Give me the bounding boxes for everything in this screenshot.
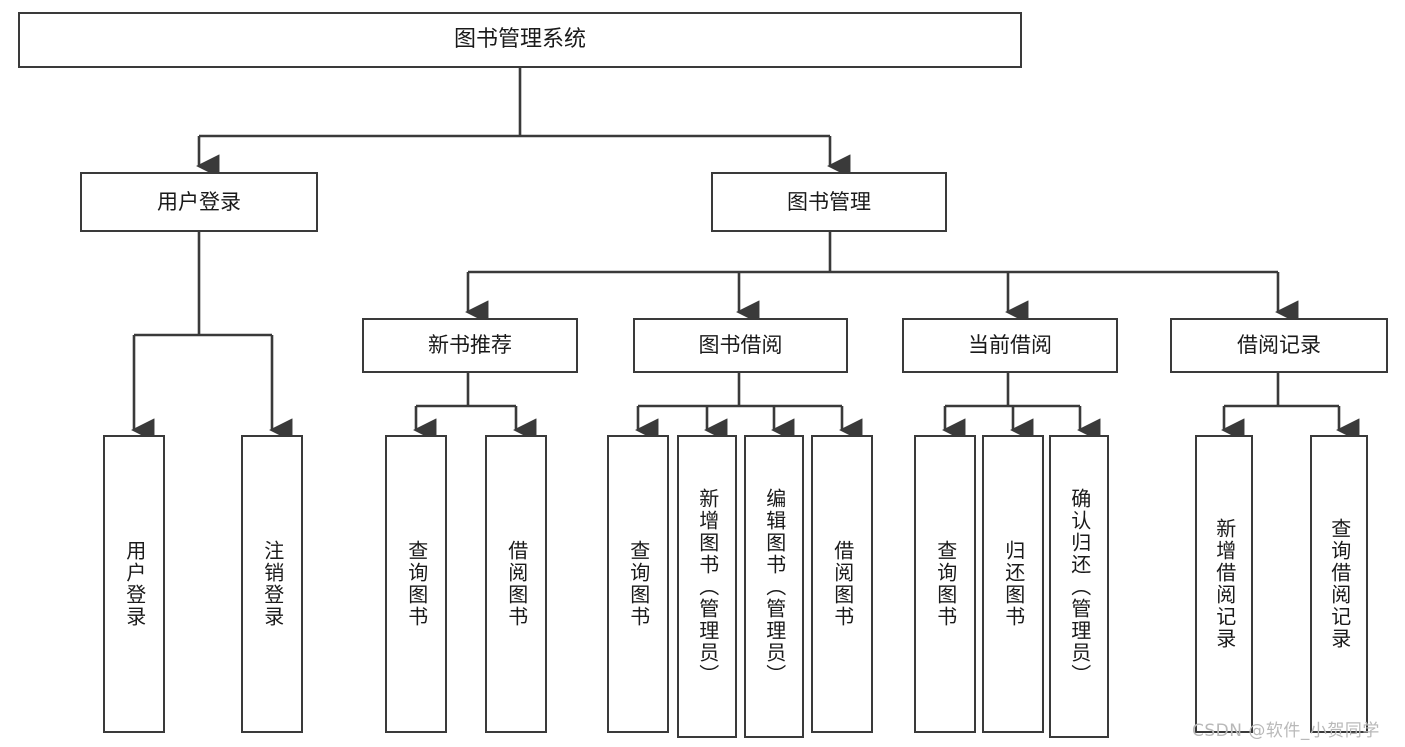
node-label: 注销登录 <box>260 540 285 628</box>
leaf-recommend-borrow-book[interactable]: 借阅图书 <box>485 435 547 733</box>
node-user-login[interactable]: 用户登录 <box>80 172 318 232</box>
node-label: 借阅图书 <box>830 540 855 628</box>
leaf-borrow-query-book[interactable]: 查询图书 <box>607 435 669 733</box>
node-label: 用户登录 <box>157 189 241 214</box>
node-book-management[interactable]: 图书管理 <box>711 172 947 232</box>
leaf-current-confirm-return-admin[interactable]: 确认归还（管理员） <box>1049 435 1109 738</box>
leaf-borrow-edit-book-admin[interactable]: 编辑图书（管理员） <box>744 435 804 738</box>
node-label: 借阅图书 <box>504 540 529 628</box>
leaf-current-return-book[interactable]: 归还图书 <box>982 435 1044 733</box>
node-label: 查询图书 <box>404 540 429 628</box>
node-label: 确认归还（管理员） <box>1067 487 1092 686</box>
csdn-watermark: CSDN @软件_小贺同学 <box>1192 721 1380 741</box>
node-borrow-record[interactable]: 借阅记录 <box>1170 318 1388 373</box>
node-new-book-recommend[interactable]: 新书推荐 <box>362 318 578 373</box>
node-label: 查询借阅记录 <box>1327 518 1352 650</box>
node-label: 借阅记录 <box>1237 333 1321 358</box>
node-label: 新书推荐 <box>428 333 512 358</box>
node-label: 图书借阅 <box>698 333 783 358</box>
node-root-system[interactable]: 图书管理系统 <box>18 12 1022 68</box>
node-book-borrow[interactable]: 图书借阅 <box>633 318 848 373</box>
node-label: 新增借阅记录 <box>1212 518 1237 650</box>
leaf-current-query-book[interactable]: 查询图书 <box>914 435 976 733</box>
leaf-user-login-logout[interactable]: 注销登录 <box>241 435 303 733</box>
node-label: 归还图书 <box>1001 540 1026 628</box>
node-current-borrow[interactable]: 当前借阅 <box>902 318 1118 373</box>
leaf-record-add-record[interactable]: 新增借阅记录 <box>1195 435 1253 733</box>
node-label: 图书管理 <box>787 189 871 214</box>
node-label: 新增图书（管理员） <box>695 487 720 686</box>
node-label: 用户登录 <box>122 540 147 628</box>
node-label: 编辑图书（管理员） <box>762 487 787 686</box>
leaf-borrow-add-book-admin[interactable]: 新增图书（管理员） <box>677 435 737 738</box>
node-label: 查询图书 <box>933 540 958 628</box>
node-label: 图书管理系统 <box>453 27 586 53</box>
node-label: 查询图书 <box>626 540 651 628</box>
leaf-borrow-borrow-book[interactable]: 借阅图书 <box>811 435 873 733</box>
leaf-user-login-login[interactable]: 用户登录 <box>103 435 165 733</box>
leaf-recommend-query-book[interactable]: 查询图书 <box>385 435 447 733</box>
node-label: 当前借阅 <box>968 333 1052 358</box>
leaf-record-query-record[interactable]: 查询借阅记录 <box>1310 435 1368 733</box>
